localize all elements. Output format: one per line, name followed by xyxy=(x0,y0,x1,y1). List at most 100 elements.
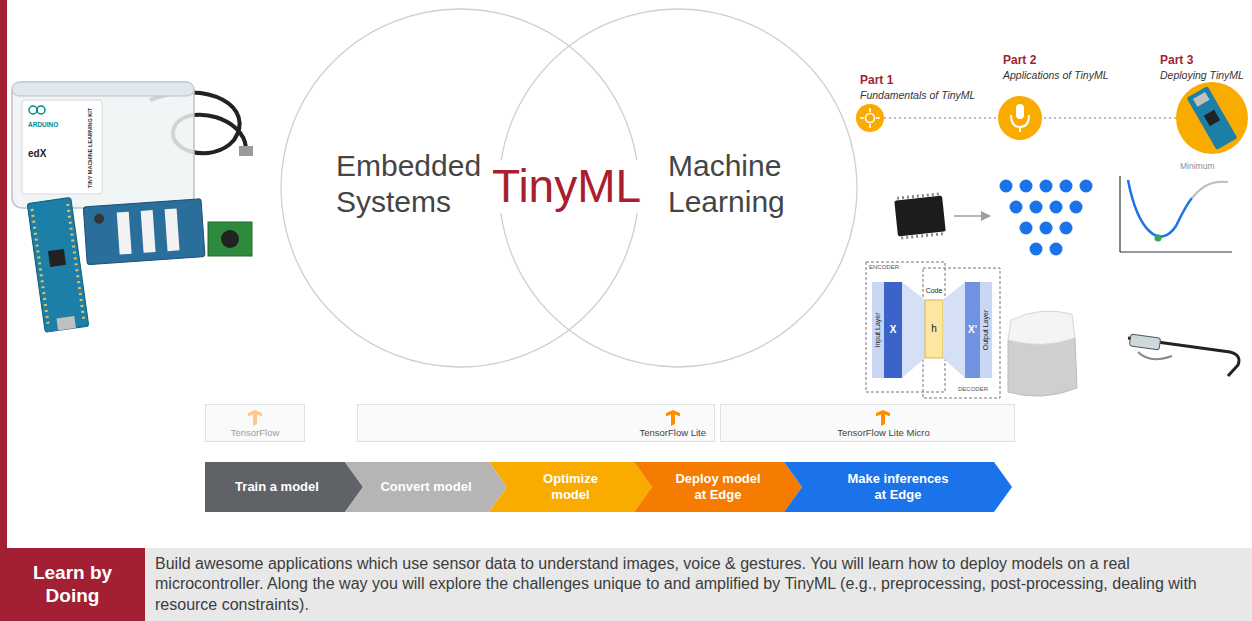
mic-icon xyxy=(1016,104,1024,119)
mic-icon xyxy=(1011,115,1029,127)
layer-label: Output Layer xyxy=(982,310,990,350)
neuron xyxy=(1040,222,1053,235)
neuron xyxy=(1030,201,1043,214)
step-label: Convert model xyxy=(380,479,471,495)
code-layer xyxy=(925,300,943,358)
part-dot xyxy=(1176,82,1248,154)
connector xyxy=(117,212,132,255)
step-chevron: Optimize model xyxy=(489,462,652,512)
neuron xyxy=(1020,180,1033,193)
chip xyxy=(1204,110,1220,126)
speaker-top xyxy=(1008,311,1075,344)
brand-text: edX xyxy=(28,148,46,160)
chevron-shape xyxy=(345,462,507,512)
loss-plot xyxy=(1120,176,1232,252)
chevron-shape xyxy=(784,462,1012,512)
layer-label: Code xyxy=(926,287,943,295)
vector-symbol: X xyxy=(890,324,897,336)
connector xyxy=(165,208,180,251)
part-icon xyxy=(866,114,875,123)
step-label: Optimize model xyxy=(533,471,608,502)
framework-logo xyxy=(666,410,680,426)
camera-module xyxy=(208,222,252,256)
neuron xyxy=(1020,222,1033,235)
chip xyxy=(48,249,66,267)
usb-plug xyxy=(239,146,253,156)
section-heading: Learn by Doing xyxy=(18,562,128,608)
framework-name: TensorFlow Lite xyxy=(639,427,706,438)
usb-port xyxy=(1193,92,1210,107)
kit-box xyxy=(12,82,194,208)
flow-arrow xyxy=(954,215,990,217)
part-dot xyxy=(998,96,1042,140)
pin-row xyxy=(68,204,84,321)
course-timeline xyxy=(856,82,1248,154)
layer-label: Input Layer xyxy=(874,312,882,347)
neuron xyxy=(1000,180,1013,193)
part-dot xyxy=(856,104,884,132)
part-number: Part 1 xyxy=(860,74,893,88)
diagram-tag: ENCODER xyxy=(869,264,899,271)
neuron xyxy=(1060,180,1073,193)
neuron xyxy=(1050,201,1063,214)
chip-pins xyxy=(901,234,944,238)
input-layer xyxy=(884,282,902,378)
part-icon xyxy=(860,108,880,128)
description-band: Build awesome applications which use sen… xyxy=(145,548,1252,621)
neuron xyxy=(1060,222,1073,235)
axis xyxy=(1120,251,1232,252)
brand-text: ARDUINO xyxy=(28,121,58,128)
framework-label: TensorFlow Lite Micro xyxy=(837,410,929,438)
framework-label: TensorFlow xyxy=(231,410,280,438)
framework-box: TensorFlow Lite xyxy=(357,404,715,442)
part-number: Part 3 xyxy=(1160,54,1193,68)
loss-curve xyxy=(1128,180,1192,236)
loss-curve xyxy=(1192,182,1228,198)
layer-strip xyxy=(980,282,992,378)
part-title: Applications of TinyML xyxy=(1003,69,1109,81)
step-label: Train a model xyxy=(235,479,319,495)
axis xyxy=(1119,176,1120,252)
decoder-funnel xyxy=(943,282,965,378)
speaker-base xyxy=(1008,338,1077,396)
step-label: Deploy model at Edge xyxy=(671,471,766,502)
pin-row xyxy=(32,209,48,326)
framework-logo xyxy=(248,410,262,426)
step-chevron: Make inferences at Edge xyxy=(784,462,1012,512)
vector-symbol: h xyxy=(931,323,937,335)
board xyxy=(27,197,89,332)
neuron xyxy=(1070,201,1083,214)
framework-logo xyxy=(248,410,262,426)
accent-bar xyxy=(0,0,7,548)
chevron-shape xyxy=(634,462,802,512)
step-chevron: Convert model xyxy=(345,462,507,512)
usb-port xyxy=(56,316,75,330)
neuron xyxy=(1050,243,1063,256)
smart-glasses xyxy=(1128,334,1239,376)
neural-network xyxy=(1000,180,1093,256)
microcontroller-board xyxy=(27,197,89,332)
section-tag: Learn by Doing xyxy=(0,548,145,621)
layer-strip xyxy=(872,282,884,378)
step-label: Make inferences at Edge xyxy=(841,471,956,502)
chip-pins xyxy=(897,194,940,198)
chevron-shape xyxy=(205,462,363,512)
autoencoder xyxy=(866,262,1000,398)
circle-label: Machine Learning xyxy=(668,148,828,220)
neuron xyxy=(1080,180,1093,193)
neuron xyxy=(1010,201,1023,214)
encoder-funnel xyxy=(902,282,925,378)
diagram-tag: DECODER xyxy=(958,386,988,393)
plot-label: Minimum xyxy=(1180,162,1214,172)
kit-lid xyxy=(12,82,194,96)
brand-logo xyxy=(37,106,45,114)
neuron xyxy=(1040,180,1053,193)
mic-icon xyxy=(1019,127,1021,132)
description-text: Build awesome applications which use sen… xyxy=(155,554,1240,615)
framework-logo xyxy=(876,410,890,426)
decoder-frame xyxy=(923,268,1000,398)
